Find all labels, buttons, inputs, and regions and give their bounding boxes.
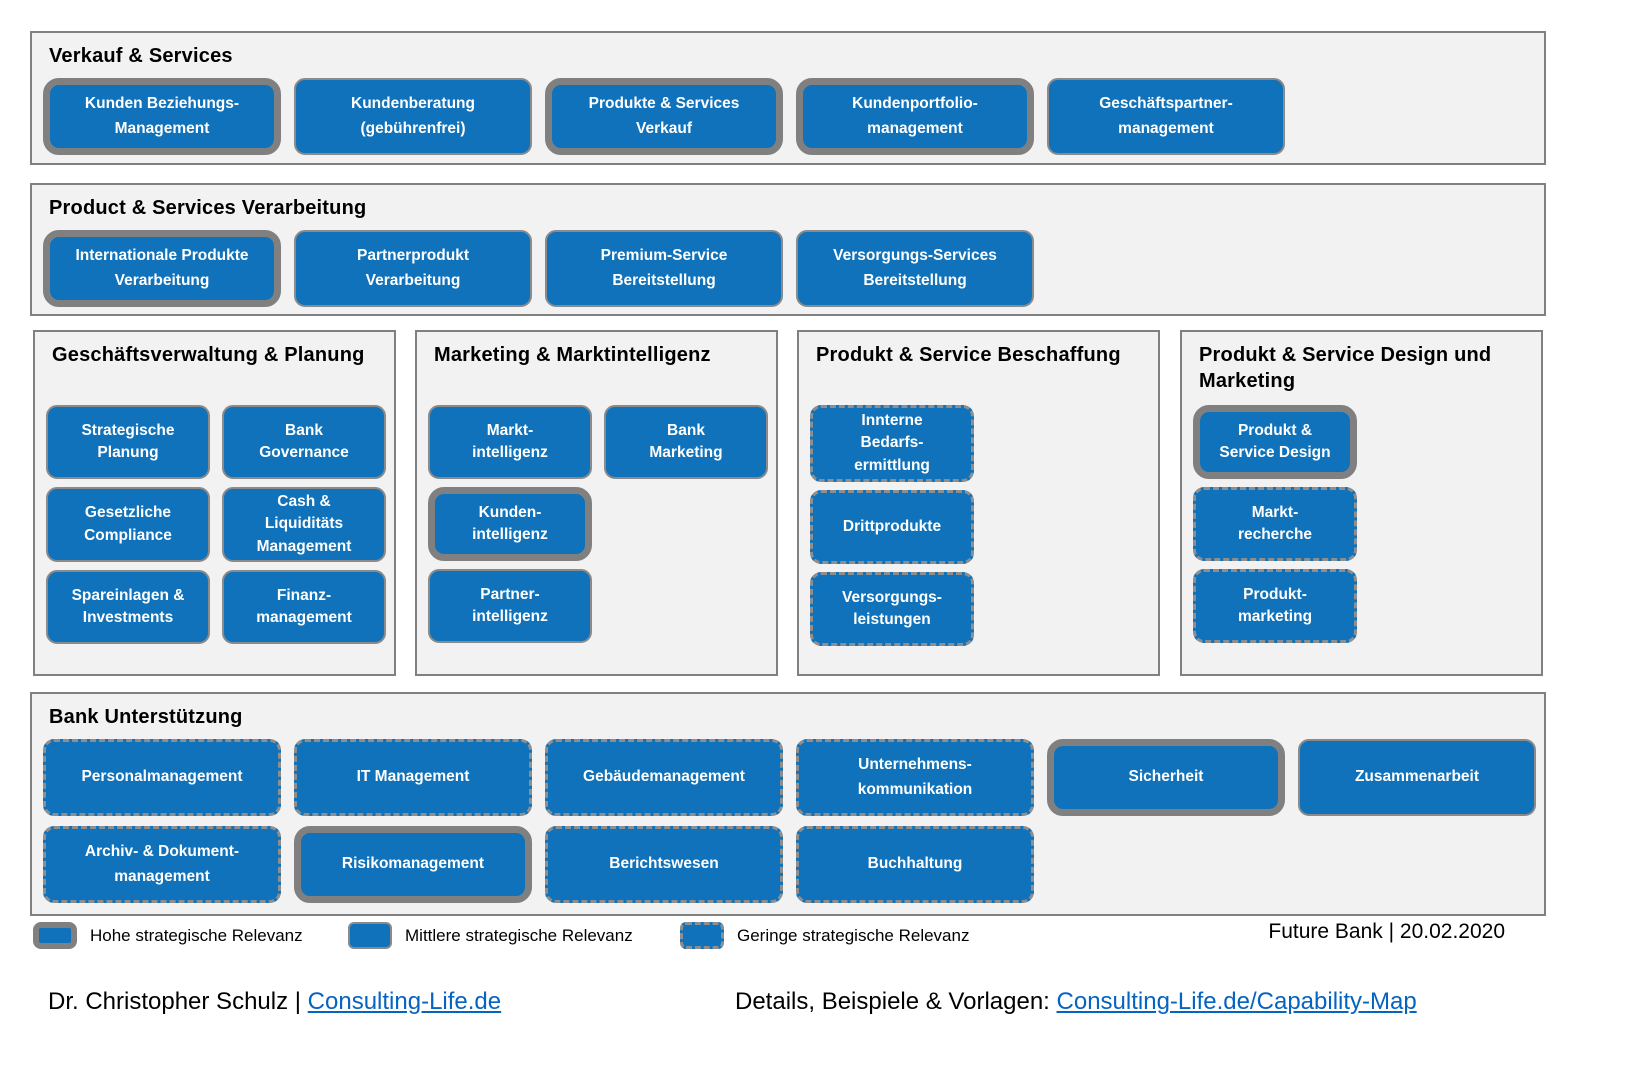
capability-risikomanagement: Risikomanagement — [294, 826, 532, 903]
capability-row: Partner-intelligenz — [428, 569, 772, 643]
section-title: Verkauf & Services — [49, 45, 233, 67]
legend-item-high-relevance: Hohe strategische Relevanz — [33, 922, 303, 949]
document-label: Future Bank | 20.02.2020 — [1268, 920, 1505, 943]
capability-geschaftspartner-management: Geschäftspartner-management — [1047, 78, 1285, 155]
section-marketing-marktintelligenz: Marketing & Marktintelligenz Markt-intel… — [415, 330, 778, 676]
capability-spareinlagen-investments: Spareinlagen &Investments — [46, 570, 210, 645]
legend-label: Hohe strategische Relevanz — [90, 925, 303, 945]
capability-row: Produkt-marketing — [1193, 569, 1537, 643]
capability-kundenportfolio-management: Kundenportfolio-management — [796, 78, 1034, 155]
section-product-services-verarbeitung: Product & Services Verarbeitung Internat… — [30, 183, 1546, 316]
capability-row: Drittprodukte — [810, 490, 1154, 565]
details-credit: Details, Beispiele & Vorlagen: Consultin… — [735, 988, 1417, 1016]
capability-kunden-beziehungs-management: Kunden Beziehungs-Management — [43, 78, 281, 155]
capability-partner-intelligenz: Partner-intelligenz — [428, 569, 592, 643]
legend-label: Geringe strategische Relevanz — [737, 925, 970, 945]
legend-swatch-high-icon — [33, 922, 77, 949]
capability-unternehmens-kommunikation: Unternehmens-kommunikation — [796, 739, 1034, 816]
capability-archiv-dokument-management: Archiv- & Dokument-management — [43, 826, 281, 903]
capability-drittprodukte: Drittprodukte — [810, 490, 974, 565]
details-link[interactable]: Consulting-Life.de/Capability-Map — [1056, 988, 1417, 1015]
capability-kundenberatung-gebuhrenfrei: Kundenberatung(gebührenfrei) — [294, 78, 532, 155]
author-link[interactable]: Consulting-Life.de — [307, 988, 502, 1015]
capability-berichtswesen: Berichtswesen — [545, 826, 783, 903]
section-title: Marketing & Marktintelligenz — [434, 344, 711, 366]
section-title: Produkt & Service Design und Marketing — [1199, 344, 1492, 392]
details-label: Details, Beispiele & Vorlagen: — [735, 988, 1057, 1015]
capability-it-management: IT Management — [294, 739, 532, 816]
capability-versorgungs-leistungen: Versorgungs-leistungen — [810, 572, 974, 647]
capability-row: Versorgungs-leistungen — [810, 572, 1154, 647]
capability-markt-recherche: Markt-recherche — [1193, 487, 1357, 561]
capability-row: Produkt &Service Design — [1193, 405, 1537, 479]
capability-kunden-intelligenz: Kunden-intelligenz — [428, 487, 592, 561]
section-title: Product & Services Verarbeitung — [49, 197, 367, 219]
author-credit: Dr. Christopher Schulz | Consulting-Life… — [48, 988, 501, 1016]
legend-label: Mittlere strategische Relevanz — [405, 925, 633, 945]
legend-item-medium-relevance: Mittlere strategische Relevanz — [348, 922, 633, 949]
capability-buchhaltung: Buchhaltung — [796, 826, 1034, 903]
capability-finanz-management: Finanz-management — [222, 570, 386, 645]
capability-gebaudemanagement: Gebäudemanagement — [545, 739, 783, 816]
section-verkauf-services: Verkauf & Services Kunden Beziehungs-Man… — [30, 31, 1546, 165]
section-title: Bank Unterstützung — [49, 706, 243, 728]
capability-row: Kunden-intelligenz — [428, 487, 772, 561]
capability-sicherheit: Sicherheit — [1047, 739, 1285, 816]
capability-produkt-marketing: Produkt-marketing — [1193, 569, 1357, 643]
section-produkt-service-design-marketing: Produkt & Service Design und Marketing P… — [1180, 330, 1543, 676]
capability-produkt-service-design: Produkt &Service Design — [1193, 405, 1357, 479]
author-name: Dr. Christopher Schulz | — [48, 988, 308, 1015]
section-geschaeftsverwaltung-planung: Geschäftsverwaltung & Planung Strategisc… — [33, 330, 396, 676]
section-title: Produkt & Service Beschaffung — [816, 344, 1121, 366]
capability-zusammenarbeit: Zusammenarbeit — [1298, 739, 1536, 816]
legend-swatch-low-icon — [680, 922, 724, 949]
legend-swatch-medium-icon — [348, 922, 392, 949]
capability-markt-intelligenz: Markt-intelligenz — [428, 405, 592, 479]
capability-personalmanagement: Personalmanagement — [43, 739, 281, 816]
legend-item-low-relevance: Geringe strategische Relevanz — [680, 922, 969, 949]
section-title: Geschäftsverwaltung & Planung — [52, 344, 365, 366]
capability-row: Markt-recherche — [1193, 487, 1537, 561]
